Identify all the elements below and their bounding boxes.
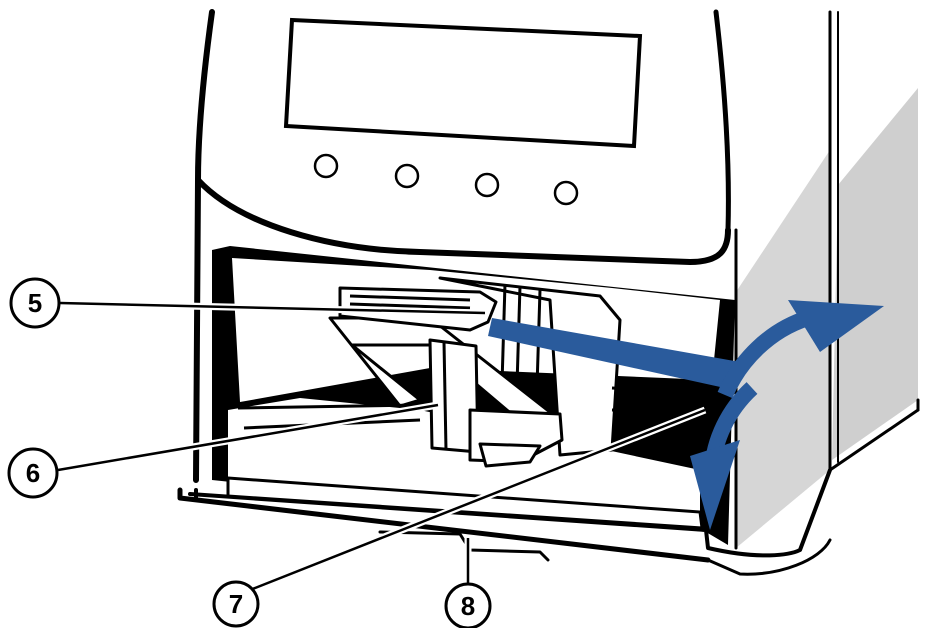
button-1-icon [313,153,339,179]
callout-7-label: 7 [229,589,243,619]
curved-arrow-up-icon [717,310,811,399]
control-buttons [313,153,579,206]
button-3-icon [474,172,500,198]
insert-arrow-icon [488,318,740,390]
callout-8-label: 8 [461,591,475,621]
callout-7: 7 [212,580,260,628]
callout-5: 5 [9,277,61,329]
printer-housing [177,9,920,576]
button-2-icon [394,163,420,189]
callout-8: 8 [444,582,492,628]
callout-6: 6 [7,447,59,499]
leader-lines [57,299,707,594]
lcd-display [283,17,643,149]
button-4-icon [553,180,579,206]
callout-6-label: 6 [26,458,40,488]
callout-5-label: 5 [28,288,42,318]
housing-side-shading [736,88,918,548]
rotation-arrows [488,300,884,530]
